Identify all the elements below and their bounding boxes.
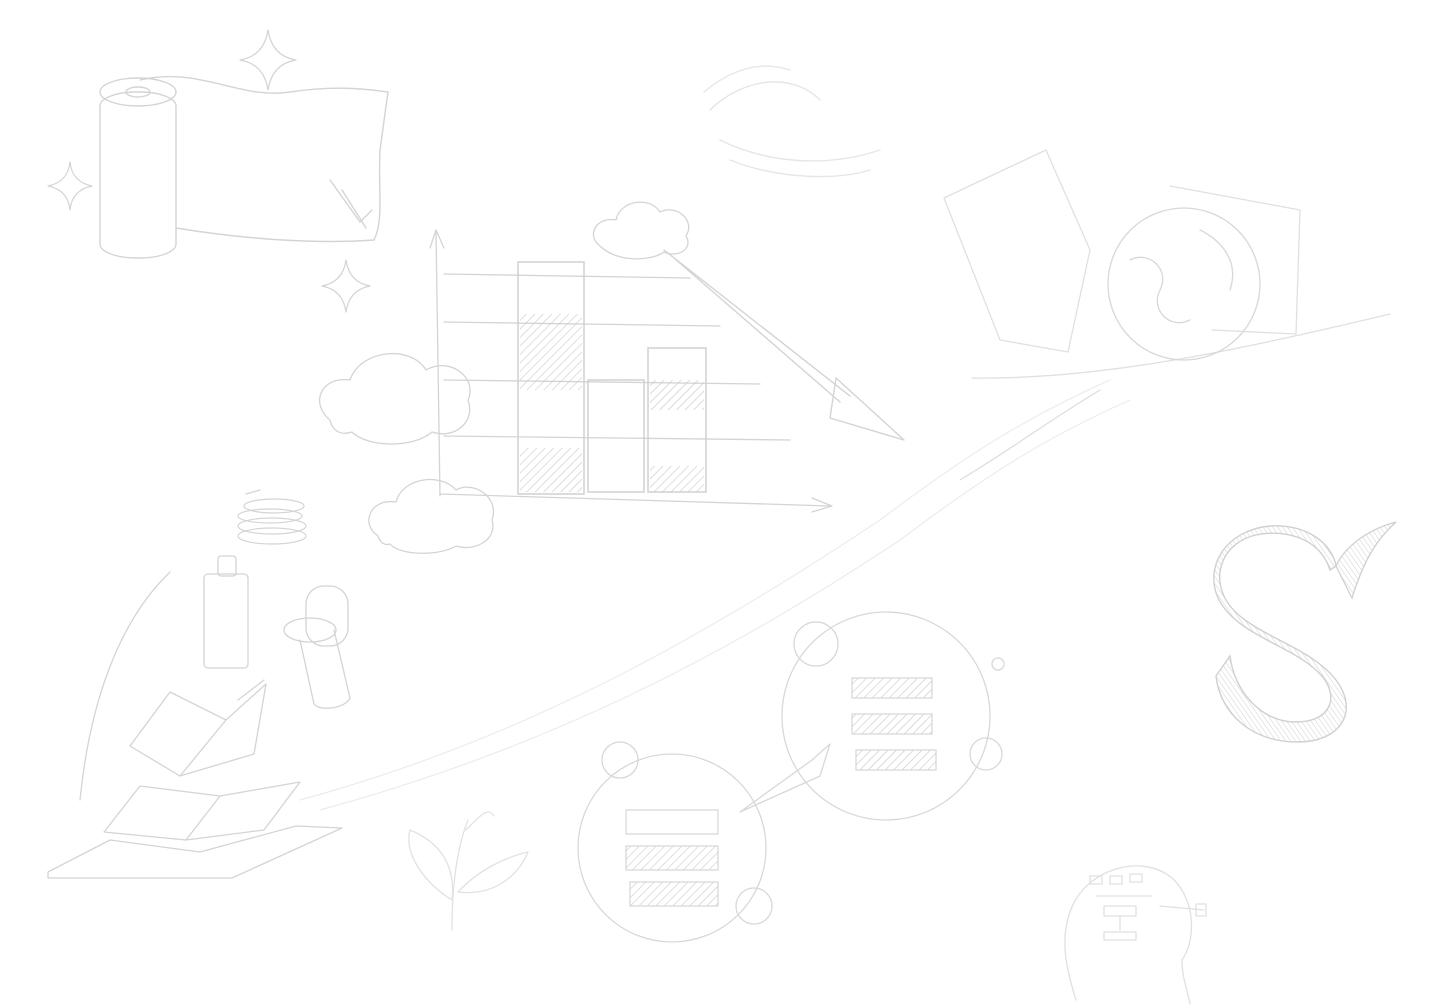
head-with-circuit-icon <box>1064 865 1207 1005</box>
bar-chart-sketch-icon <box>429 229 833 513</box>
globe-icon <box>1107 207 1261 361</box>
paper-scroll-icon <box>99 75 389 259</box>
road-path-icon <box>299 379 1131 811</box>
letter-s-logo-icon <box>1213 521 1397 743</box>
folded-map-icon <box>47 571 343 879</box>
paper-sheet-icon <box>943 149 1391 379</box>
open-book-icon <box>129 679 267 777</box>
wavy-lines-icon <box>703 65 881 178</box>
sparkle-icon <box>47 29 371 313</box>
server-circle-icon <box>577 741 831 943</box>
coin-stack-icon <box>237 489 307 545</box>
cloud-icon <box>592 201 690 260</box>
downward-arrow-icon <box>663 249 905 441</box>
server-circle-icon <box>781 611 1005 821</box>
cloud-icon <box>319 352 471 445</box>
plant-sprout-icon <box>408 811 529 931</box>
cloud-icon <box>368 478 495 554</box>
bottles-icon <box>203 555 351 709</box>
